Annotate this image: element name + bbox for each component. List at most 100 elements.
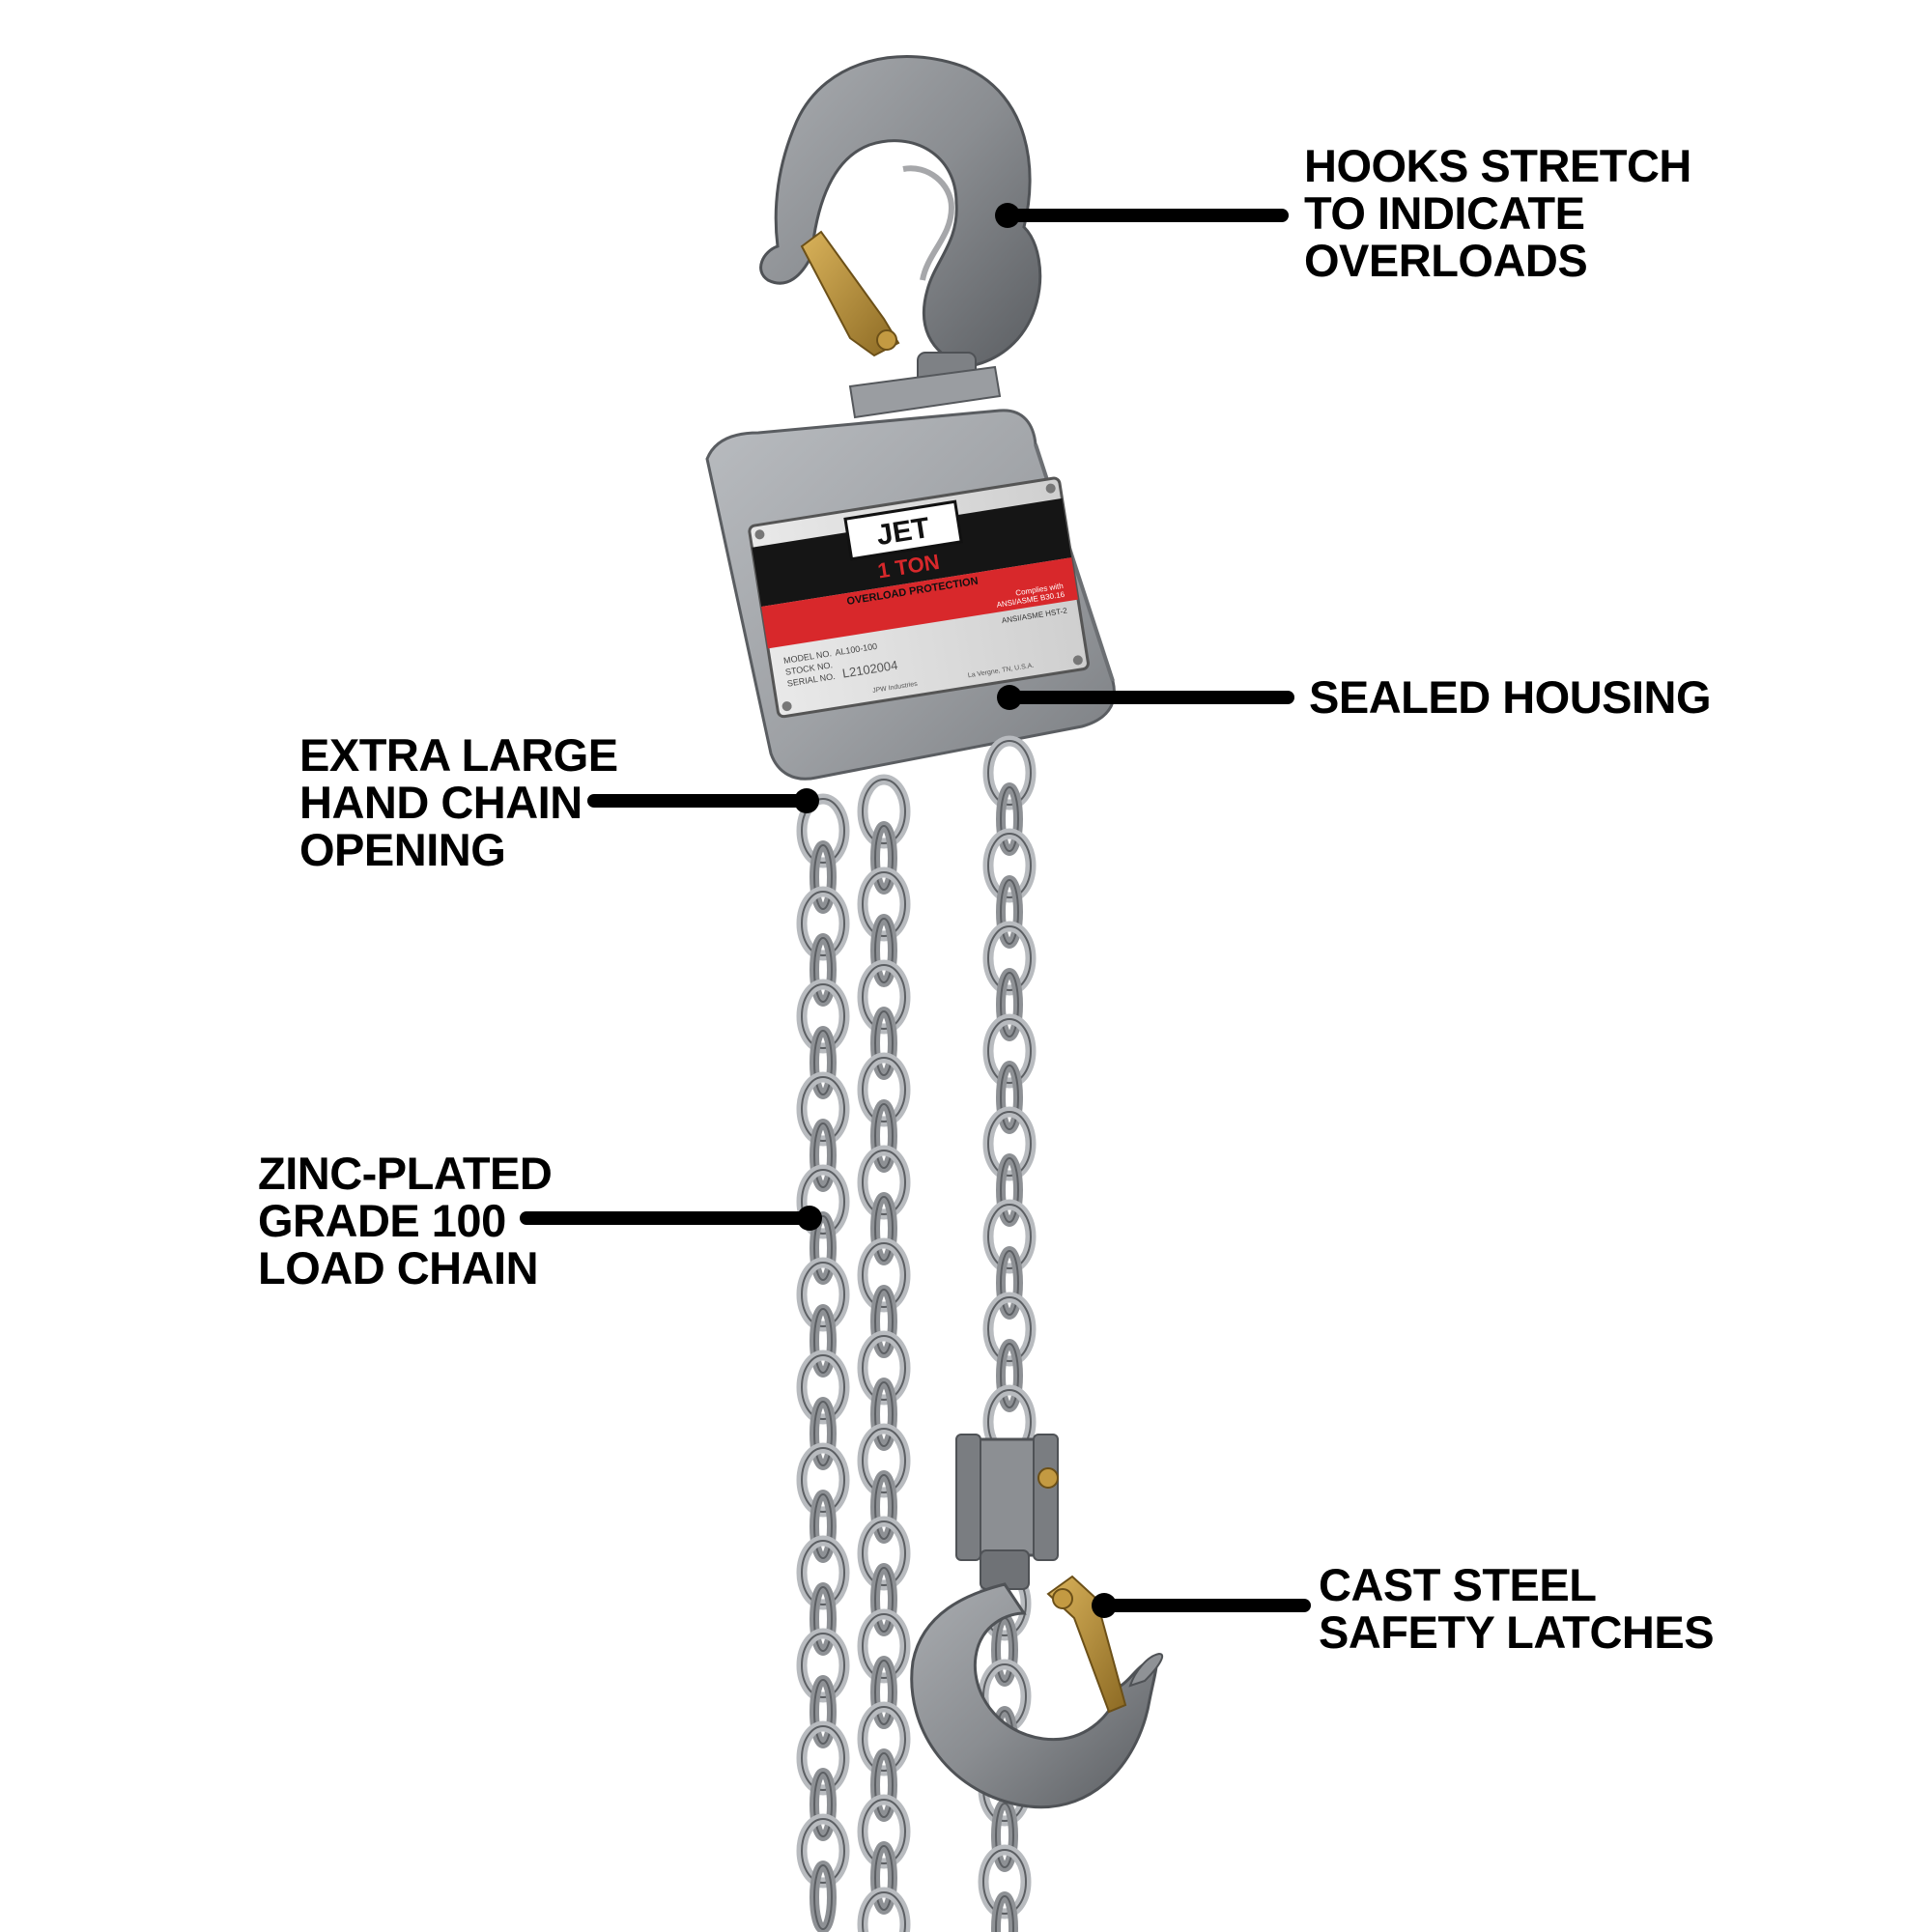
chain-link-edge <box>862 1242 906 1308</box>
bottom-hook <box>910 1434 1164 1809</box>
chain-link-edge <box>874 1752 894 1818</box>
chain-link-edge <box>987 1018 1032 1084</box>
chain-link-edge <box>1000 1157 1019 1223</box>
leader-dot-hooks <box>995 203 1020 228</box>
chain-link-edge <box>1000 1343 1019 1408</box>
chain-link-edge <box>862 1150 906 1215</box>
chain-link-edge <box>813 1308 833 1374</box>
callout-latch-line-2: SAFETY LATCHES <box>1319 1606 1715 1658</box>
callout-safety-latches: CAST STEEL SAFETY LATCHES <box>1319 1559 1715 1658</box>
chain-link-edge <box>813 937 833 1003</box>
chain-link-edge <box>813 1401 833 1466</box>
chain-link-edge <box>862 1335 906 1401</box>
leader-dot-latches <box>1092 1593 1117 1618</box>
chain-link-edge <box>874 1474 894 1540</box>
callout-hand-line-1: EXTRA LARGE <box>299 729 618 781</box>
chain-link-edge <box>987 740 1032 806</box>
leader-dot-load-chain <box>797 1206 822 1231</box>
chain-link-edge <box>862 1057 906 1122</box>
load-chain-left <box>796 793 850 1932</box>
hand-chain-middle <box>857 774 911 1932</box>
load-chain-right <box>982 735 1037 1460</box>
callout-hooks-line-2: TO INDICATE <box>1304 187 1585 239</box>
chain-link-edge <box>987 1111 1032 1177</box>
chain-link-edge <box>801 1076 845 1142</box>
chain-link-edge <box>813 1864 833 1930</box>
callout-hand-chain-opening: EXTRA LARGE HAND CHAIN OPENING <box>299 731 618 873</box>
chain-link-edge <box>813 1772 833 1837</box>
chain-link-edge <box>862 1706 906 1772</box>
chain-link-edge <box>1000 1065 1019 1130</box>
chain-link-edge <box>862 1799 906 1864</box>
chain-link-edge <box>1000 972 1019 1037</box>
leader-dot-hand-chain <box>794 788 819 813</box>
callout-hooks-line-1: HOOKS STRETCH <box>1304 140 1691 191</box>
callout-latch-line-1: CAST STEEL <box>1319 1559 1597 1610</box>
chain-link-edge <box>987 833 1032 898</box>
chain-link-edge <box>862 1891 906 1932</box>
chain-link-edge <box>862 779 906 844</box>
chain-link-edge <box>862 1613 906 1679</box>
chain-link-edge <box>874 1196 894 1262</box>
chain-link-edge <box>801 891 845 956</box>
chain-link-edge <box>801 983 845 1049</box>
chain-link-edge <box>1000 1250 1019 1316</box>
chain-link-edge <box>813 1493 833 1559</box>
chain-link-edge <box>801 1818 845 1884</box>
chain-link-edge <box>874 1289 894 1354</box>
chain-link-edge <box>813 1679 833 1745</box>
chain-link-edge <box>874 1010 894 1076</box>
leader-lines <box>520 203 1311 1618</box>
top-hook-latch <box>800 230 900 357</box>
chain-link-edge <box>874 918 894 983</box>
chain-link-edge <box>801 1633 845 1698</box>
chain-link-edge <box>982 1849 1027 1915</box>
chain-link-edge <box>1000 879 1019 945</box>
callout-hand-line-3: OPENING <box>299 824 506 875</box>
chain-link-edge <box>874 1567 894 1633</box>
chain-link-edge <box>874 1103 894 1169</box>
chain-link-edge <box>995 1803 1014 1868</box>
callout-zinc-line-3: LOAD CHAIN <box>258 1242 539 1293</box>
chain-link-edge <box>801 1262 845 1327</box>
chain-link-edge <box>801 1169 845 1235</box>
chain-link-edge <box>874 1660 894 1725</box>
chain-link-edge <box>995 1895 1014 1932</box>
chain-link-edge <box>862 1520 906 1586</box>
leader-dot-housing <box>997 685 1022 710</box>
nameplate: JET 1 TON OVERLOAD PROTECTION Complies w… <box>748 476 1090 719</box>
chain-link-edge <box>987 1296 1032 1362</box>
chain-link-edge <box>987 925 1032 991</box>
chain-link-edge <box>801 1447 845 1513</box>
chain-link-edge <box>801 798 845 864</box>
chain-link-edge <box>862 1428 906 1493</box>
callout-zinc-line-2: GRADE 100 <box>258 1195 506 1246</box>
chain-link-edge <box>862 964 906 1030</box>
chain-link-edge <box>813 1030 833 1095</box>
callout-hooks-line-3: OVERLOADS <box>1304 235 1588 286</box>
chain-link-edge <box>862 871 906 937</box>
chain-link-edge <box>813 1122 833 1188</box>
callout-hand-line-2: HAND CHAIN <box>299 777 582 828</box>
callout-load-chain: ZINC-PLATED GRADE 100 LOAD CHAIN <box>258 1148 553 1293</box>
chain-link-edge <box>801 1725 845 1791</box>
chain-link-edge <box>813 844 833 910</box>
callout-sealed-housing: SEALED HOUSING <box>1309 671 1712 723</box>
chain-link-edge <box>987 1204 1032 1269</box>
chain-link-edge <box>801 1540 845 1605</box>
chain-link-edge <box>813 1215 833 1281</box>
chain-link-edge <box>1000 786 1019 852</box>
chain-link-edge <box>874 1381 894 1447</box>
top-hook <box>759 55 1042 419</box>
callout-zinc-line-1: ZINC-PLATED <box>258 1148 553 1199</box>
bottom-hook-latch <box>1046 1575 1127 1714</box>
chains <box>796 735 1037 1932</box>
chain-link-edge <box>813 1586 833 1652</box>
callout-housing-line-1: SEALED HOUSING <box>1309 671 1712 723</box>
callout-hooks-stretch: HOOKS STRETCH TO INDICATE OVERLOADS <box>1304 142 1691 284</box>
chain-link-edge <box>874 1845 894 1911</box>
chain-link-edge <box>874 825 894 891</box>
chain-link-edge <box>801 1354 845 1420</box>
